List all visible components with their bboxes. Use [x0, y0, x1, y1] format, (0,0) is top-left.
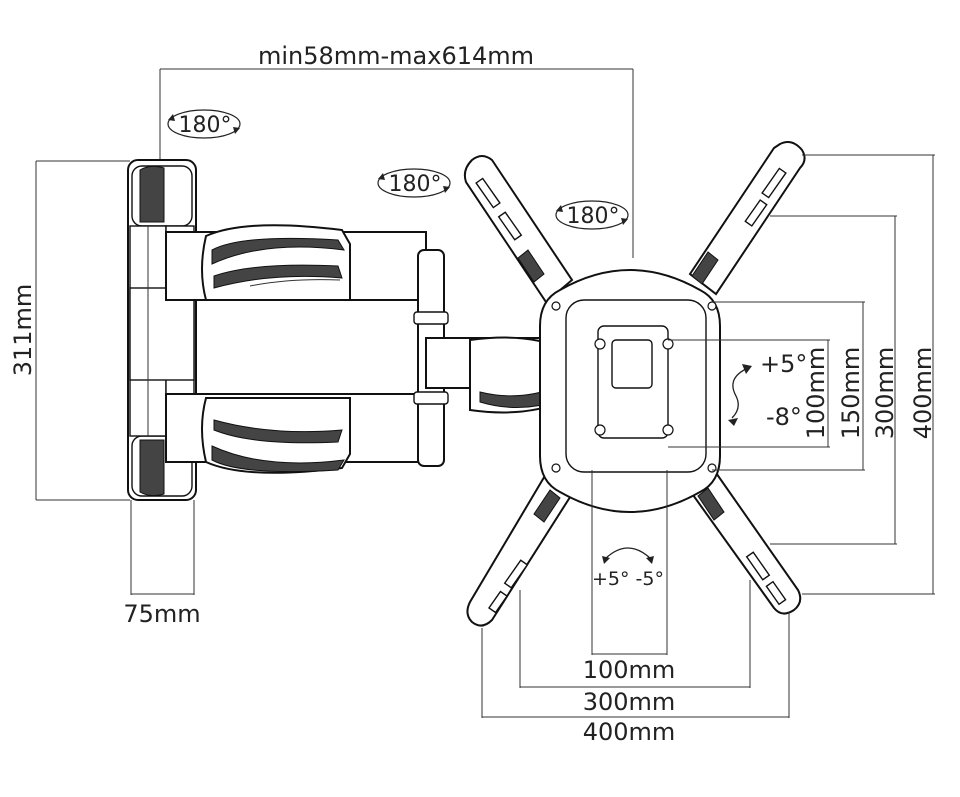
rotate-arrow-icon — [233, 127, 240, 134]
vesa-v-300-label: 300mm — [871, 347, 899, 440]
level-label: +5° -5° — [592, 568, 664, 590]
rotate-arrow-icon — [621, 218, 628, 225]
wall-plate-width-label: 75mm — [123, 600, 200, 628]
tilt-arrow-icon — [728, 418, 738, 426]
vesa-horizontal-dimensions: 100mm 300mm 400mm — [481, 470, 790, 746]
vesa-h-300-label: 300mm — [583, 688, 676, 716]
level-arrow-icon — [646, 556, 654, 564]
arm-extension-label: min58mm-max614mm — [258, 42, 534, 70]
vesa-arms — [463, 141, 806, 627]
tilt-arrow-icon — [742, 364, 752, 374]
rotate-arrow-icon — [378, 173, 385, 180]
head-swivel-rotation: 180° — [555, 200, 629, 230]
tilt-indicator: +5° -8° — [728, 350, 807, 431]
rotate-arrow-icon — [556, 205, 563, 212]
wall-plate-height-dimension: 311mm — [9, 160, 130, 501]
vesa-v-150-label: 150mm — [837, 347, 865, 440]
arm-extension-dimension: min58mm-max614mm — [159, 42, 634, 258]
tilt-up-label: +5° — [760, 350, 807, 378]
vesa-v-100-label: 100mm — [802, 347, 830, 440]
vesa-vertical-dimensions: 100mm 150mm 300mm 400mm — [668, 154, 937, 595]
lower-arm — [165, 393, 427, 474]
vesa-h-400-label: 400mm — [583, 718, 676, 746]
vesa-v-400-label: 400mm — [909, 347, 937, 440]
wall-plate-width-dimension: 75mm — [123, 500, 201, 628]
arm-swivel-rotation: 180° — [377, 168, 451, 198]
level-arrow-icon — [602, 556, 610, 564]
level-indicator: +5° -5° — [592, 547, 664, 590]
rotate-arrow-icon — [443, 186, 450, 193]
wall-plate-height-label: 311mm — [9, 284, 37, 377]
tilt-down-label: -8° — [766, 403, 802, 431]
arm-swivel-label: 180° — [389, 172, 442, 197]
rotate-arrow-icon — [168, 114, 175, 121]
wall-swivel-rotation: 180° — [167, 109, 241, 139]
upper-arm — [165, 224, 427, 301]
vesa-plate — [539, 269, 721, 513]
head-swivel-label: 180° — [567, 204, 620, 229]
vesa-h-100-label: 100mm — [583, 656, 676, 684]
wall-swivel-label: 180° — [179, 113, 232, 138]
